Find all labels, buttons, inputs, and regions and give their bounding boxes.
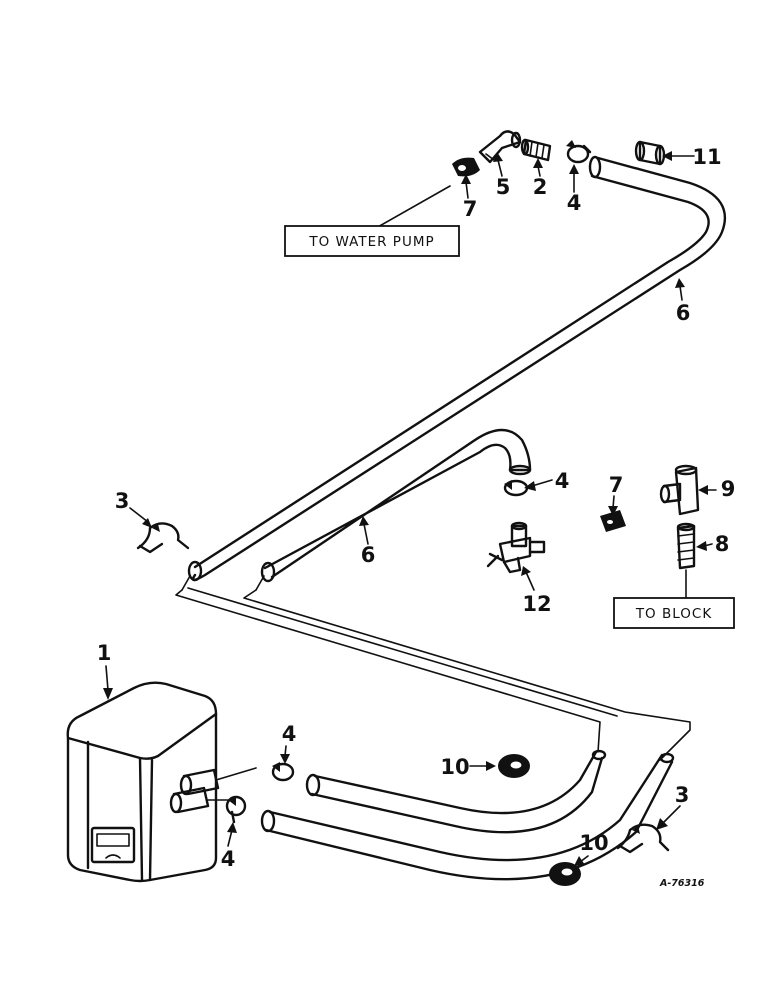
callout-2: 2	[533, 175, 548, 199]
label-to-water-pump: TO WATER PUMP	[284, 225, 460, 257]
elbow	[478, 130, 522, 164]
callout-4-heater-lower: 4	[221, 847, 236, 871]
label-to-block: TO BLOCK	[613, 597, 735, 629]
clamp-heater-upper	[271, 762, 295, 782]
callout-3-right: 3	[675, 783, 690, 807]
callout-1: 1	[97, 641, 112, 665]
clamp-heater-lower	[225, 795, 247, 824]
nipple	[676, 522, 696, 570]
callout-6-upper: 6	[676, 301, 691, 325]
shutoff-valve	[486, 521, 546, 574]
to-water-pump-text: TO WATER PUMP	[308, 234, 434, 250]
callout-4-mid: 4	[555, 469, 570, 493]
callout-7-mid: 7	[609, 473, 624, 497]
callout-9: 9	[721, 477, 736, 501]
leader-lines	[103, 151, 717, 866]
hose-upper	[181, 155, 727, 591]
clip-right	[616, 823, 670, 854]
tee	[659, 464, 700, 516]
routing-lines	[175, 587, 691, 761]
callout-10-upper: 10	[440, 755, 469, 779]
grommet-lower	[549, 862, 581, 886]
bushing-top	[452, 157, 480, 177]
heater-unit	[66, 681, 257, 883]
to-block-text: TO BLOCK	[635, 606, 713, 622]
callout-4-top: 4	[567, 191, 582, 215]
callout-8: 8	[715, 532, 730, 556]
hose-fitting	[520, 138, 552, 162]
hose-lower	[255, 428, 532, 591]
grommet-upper	[498, 754, 530, 778]
cap	[634, 140, 666, 166]
callout-11: 11	[692, 145, 721, 169]
callout-6-lower: 6	[361, 543, 376, 567]
clip-left	[136, 522, 190, 554]
callout-5: 5	[496, 175, 511, 199]
callout-10-lower: 10	[579, 831, 608, 855]
callout-3-left: 3	[115, 489, 130, 513]
callout-7-top: 7	[463, 197, 478, 221]
callout-4-heater-upper: 4	[282, 722, 297, 746]
callouts: 7 5 2 4 11 6 3 6 4 12 7 9 8 1 4 4 10 10 …	[97, 145, 736, 871]
reference-number: A-76316	[659, 878, 705, 889]
hose-heater-upper	[305, 749, 607, 834]
bushing-mid	[600, 510, 626, 532]
clamp-top	[566, 140, 592, 164]
clamp-mid	[503, 479, 529, 497]
callout-12: 12	[522, 592, 551, 616]
